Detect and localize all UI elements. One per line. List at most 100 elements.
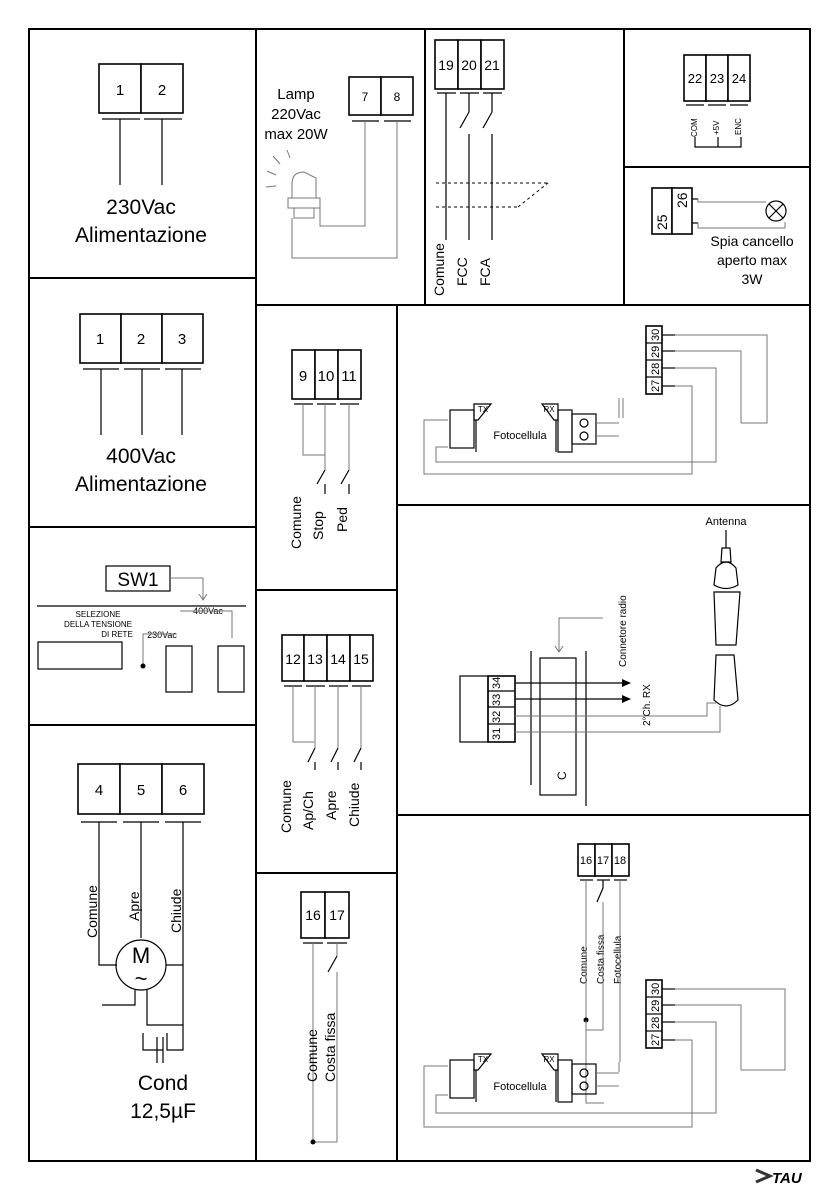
terminal-7-label: 7 xyxy=(362,90,369,104)
encoder-wire-5v: +5V xyxy=(712,120,721,135)
antenna-label: Antenna xyxy=(706,516,748,528)
cmd-wire-close: Chiude xyxy=(346,782,362,827)
terminal-1[interactable] xyxy=(98,63,142,114)
terminal-3[interactable] xyxy=(161,313,204,364)
terminal-32-label: 32 xyxy=(491,711,503,723)
stop-wire-common: Comune xyxy=(288,496,304,549)
stop-wire-stop: Stop xyxy=(310,511,326,540)
sw1-caption-line3: DI RETE xyxy=(101,630,133,639)
terminal-24-label: 24 xyxy=(732,71,746,86)
voltage-400-label: 400Vac xyxy=(106,445,176,468)
warning-lamp-icon xyxy=(265,149,321,219)
motor-wire-common: Comune xyxy=(84,885,100,938)
terminal-18[interactable] xyxy=(611,843,630,877)
cmd-wire-open: Apre xyxy=(323,790,339,820)
terminal-11[interactable] xyxy=(337,349,362,400)
terminal-19-label: 19 xyxy=(438,57,454,73)
motor-panel: 4 5 6 Comune Apre Chiude M ~ Cond 12,5µF xyxy=(77,763,205,1123)
terminal-14-label: 14 xyxy=(330,651,346,667)
photocell-rx-icon: RX xyxy=(540,403,597,453)
terminal-8-label: 8 xyxy=(394,90,401,104)
terminal-2[interactable] xyxy=(140,63,184,114)
cmd-wire-common: Comune xyxy=(278,780,294,833)
terminal-8[interactable] xyxy=(380,76,414,116)
terminal-34-label: 34 xyxy=(491,677,503,689)
indicator-lamp-icon xyxy=(765,200,787,222)
terminal-24[interactable] xyxy=(727,54,751,102)
terminal-30-label: 30 xyxy=(650,983,662,995)
cmd-wire-open-close: Ap/Ch xyxy=(300,791,316,830)
stop-ped-panel: 9 10 11 Comune Stop Ped xyxy=(288,349,362,549)
supply-400-label: Alimentazione xyxy=(75,473,207,496)
rx-label: RX xyxy=(543,405,555,414)
lamp-title: Lamp xyxy=(277,86,315,103)
terminal-21[interactable] xyxy=(480,39,505,90)
terminal-6[interactable] xyxy=(161,763,205,815)
commands-panel: 12 13 14 15 Comune Ap/Ch Apre Chiude xyxy=(278,634,374,833)
brand-logo: TAU xyxy=(755,1168,803,1187)
limit-wire-common: Comune xyxy=(431,243,447,296)
gate-light-panel: 25 26 Spia cancello aperto max 3W xyxy=(651,187,794,287)
brand-text: TAU xyxy=(772,1170,803,1187)
lamp-voltage: 220Vac xyxy=(271,106,321,123)
photocell-tx-icon: TX xyxy=(449,403,493,452)
capacitor-label: Cond xyxy=(138,1072,188,1095)
sw1-label: SW1 xyxy=(117,570,158,591)
lamp-power: max 20W xyxy=(264,126,328,143)
stop-wire-ped: Ped xyxy=(334,507,350,532)
terminal-25-label: 25 xyxy=(654,214,670,230)
terminal-block-31-34[interactable] xyxy=(487,675,516,743)
terminal-6-label: 6 xyxy=(179,782,187,799)
photocell-top-label: Fotocellula xyxy=(493,430,547,442)
limit-switch-panel: 19 20 21 Comune FCC FCA xyxy=(431,39,549,296)
terminal-33-label: 33 xyxy=(491,694,503,706)
terminal-28-label: 28 xyxy=(650,363,662,375)
panel-grid xyxy=(28,28,811,1162)
rx-label: RX xyxy=(543,1055,555,1064)
power-230-panel: 1 2 230Vac Alimentazione xyxy=(75,63,207,247)
radio-ch2-label: 2°Ch. RX xyxy=(642,684,653,726)
radio-connector-c[interactable] xyxy=(539,657,577,796)
edge-wire-fixed: Costa fissa xyxy=(322,1013,338,1082)
gate-light-label3: 3W xyxy=(742,271,764,287)
terminal-3-label: 3 xyxy=(178,331,186,348)
terminal-15[interactable] xyxy=(349,634,374,682)
terminal-4-label: 4 xyxy=(95,782,103,799)
terminal-5-label: 5 xyxy=(137,782,145,799)
terminal-15-label: 15 xyxy=(353,651,369,667)
photocell-tx-icon: TX xyxy=(449,1053,493,1102)
terminal-16[interactable] xyxy=(300,891,326,939)
edge-photo-wire-common: Comune xyxy=(579,946,590,984)
terminal-20-label: 20 xyxy=(461,57,477,73)
terminal-5[interactable] xyxy=(119,763,163,815)
terminal-30-label: 30 xyxy=(650,329,662,341)
limit-wire-fca: FCA xyxy=(477,257,493,286)
terminal-27-label: 27 xyxy=(650,380,662,392)
supply-230-label: Alimentazione xyxy=(75,224,207,247)
edge-photocell-label: Fotocellula xyxy=(493,1081,547,1093)
power-400-panel: 1 2 3 400Vac Alimentazione xyxy=(75,313,207,496)
motor-wire-close: Chiude xyxy=(168,888,184,933)
terminal-12-label: 12 xyxy=(285,651,301,667)
terminal-1-label: 1 xyxy=(116,82,124,99)
terminal-26-label: 26 xyxy=(674,192,690,208)
terminal-16-label: 16 xyxy=(305,907,321,923)
terminal-18-label: 18 xyxy=(614,855,626,867)
terminal-26[interactable] xyxy=(671,187,693,235)
terminal-1-label: 1 xyxy=(96,331,104,348)
terminal-29-label: 29 xyxy=(650,1000,662,1012)
terminal-9-label: 9 xyxy=(299,368,307,385)
terminal-21-label: 21 xyxy=(484,57,500,73)
motor-wire-open: Apre xyxy=(126,891,142,921)
capacitor-value: 12,5µF xyxy=(130,1100,196,1123)
terminal-28-label: 28 xyxy=(650,1017,662,1029)
terminal-27-label: 27 xyxy=(650,1034,662,1046)
tx-label: TX xyxy=(478,405,489,414)
photocell-top-panel: 27 28 29 30 TX Fotocellula RX xyxy=(423,325,768,475)
lamp-panel: Lamp 220Vac max 20W 7 8 xyxy=(264,76,414,259)
terminal-17[interactable] xyxy=(324,891,350,939)
limit-wire-fcc: FCC xyxy=(454,257,470,286)
terminal-10-label: 10 xyxy=(318,368,335,385)
encoder-wire-enc: ENC xyxy=(734,118,743,135)
